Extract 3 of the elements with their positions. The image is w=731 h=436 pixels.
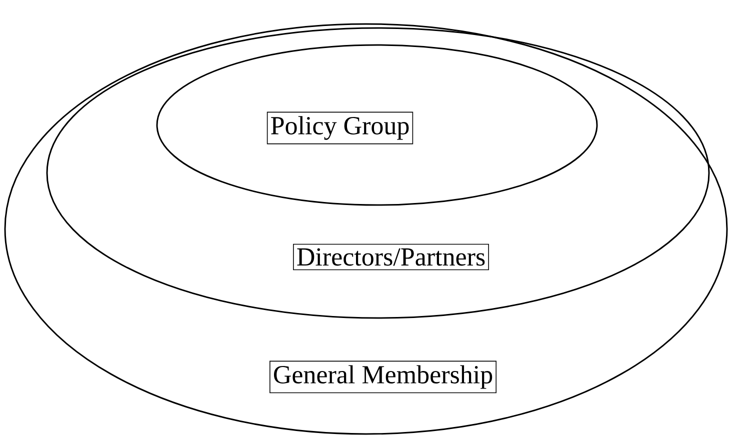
label-box: Policy Group [266,112,414,144]
label-box: General Membership [270,360,496,394]
label-box: Directors/Partners [293,244,489,270]
